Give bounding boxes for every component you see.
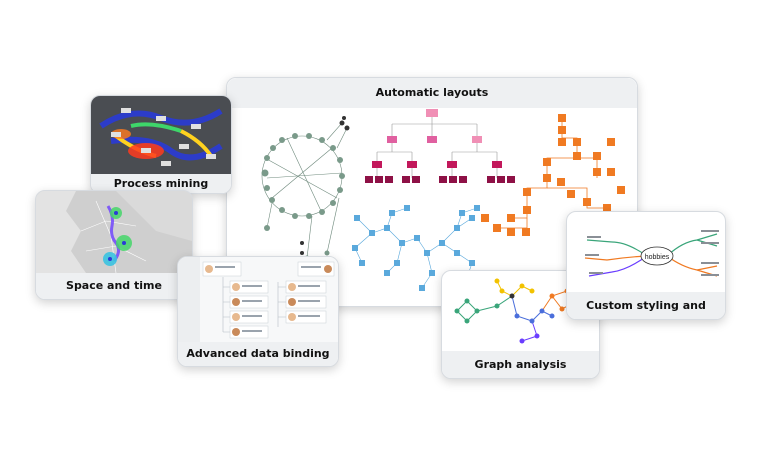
circular-layout-nodes bbox=[261, 133, 345, 261]
custom-styling-card[interactable]: hobbies Custom styling and behavior bbox=[566, 211, 726, 320]
process-mining-card[interactable]: Process mining bbox=[90, 95, 232, 194]
automatic-layouts-title: Automatic layouts bbox=[227, 78, 637, 108]
layouts-illustration bbox=[261, 109, 625, 291]
advanced-data-binding-title: Advanced data binding bbox=[178, 342, 338, 366]
process-mining-title: Process mining bbox=[91, 174, 231, 193]
custom-styling-title: Custom styling and behavior bbox=[567, 292, 725, 319]
tree-layout-nodes bbox=[365, 109, 515, 183]
space-time-map bbox=[36, 191, 192, 274]
advanced-data-binding-card[interactable]: Advanced data binding bbox=[177, 256, 339, 367]
organic-layout-nodes bbox=[352, 205, 480, 291]
orthogonal-layout-nodes bbox=[481, 114, 625, 236]
mindmap-illustration: hobbies bbox=[584, 230, 719, 277]
space-and-time-title: Space and time bbox=[36, 273, 192, 299]
org-chart-illustration bbox=[178, 257, 338, 342]
circular-layout-graph bbox=[261, 122, 348, 259]
process-mining-heatmap bbox=[91, 96, 231, 174]
mindmap-center-node: hobbies bbox=[645, 254, 670, 261]
tree-layout-edges bbox=[376, 116, 498, 178]
graph-analysis-title: Graph analysis algorithms bbox=[442, 351, 599, 378]
space-and-time-card[interactable]: Space and time bbox=[35, 190, 193, 300]
graph-analysis-card[interactable]: Graph analysis algorithms bbox=[441, 270, 600, 379]
circular-dark-nodes bbox=[300, 116, 350, 255]
